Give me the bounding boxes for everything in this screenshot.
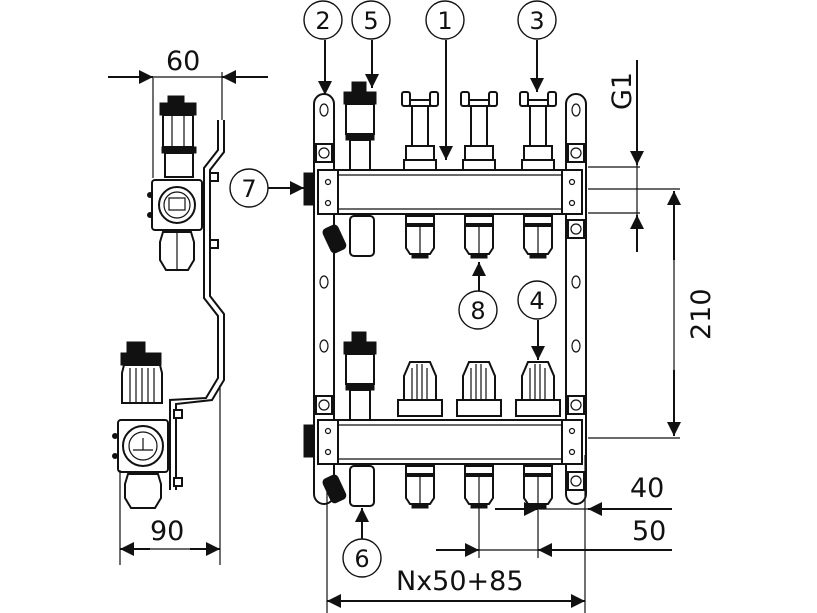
- valve-cap: [456, 361, 502, 417]
- dim-60: 60: [108, 46, 268, 178]
- dim-total-label: Nx50+85: [396, 566, 524, 597]
- callout-7: 7: [229, 168, 304, 208]
- callout-4: 4: [517, 280, 557, 360]
- drain-plug-bottom: [349, 465, 375, 507]
- side-bracket: [169, 120, 225, 490]
- dim-90-label: 90: [150, 516, 184, 547]
- outlets-top: [322, 215, 553, 259]
- callout-8: 8: [458, 262, 498, 330]
- dim-50: 50: [436, 506, 672, 558]
- side-unit-bottom: [112, 341, 169, 509]
- flow-meter: [401, 91, 439, 171]
- outlets-bottom: [322, 465, 553, 509]
- callout-1: 1: [425, 0, 465, 160]
- svg-text:8: 8: [470, 297, 485, 325]
- flow-meter: [519, 91, 557, 171]
- outlet-connector: [405, 215, 435, 259]
- dim-g1-label: G1: [607, 72, 638, 110]
- drain-valve-top: [322, 224, 347, 254]
- flow-meter: [460, 91, 498, 171]
- svg-text:3: 3: [529, 7, 544, 35]
- valve-cap: [397, 361, 443, 417]
- svg-text:1: 1: [437, 7, 452, 35]
- manifold-bar-top: [317, 169, 583, 215]
- svg-text:5: 5: [363, 7, 378, 35]
- callouts: 2 5 1 3 7 8 4: [229, 0, 557, 578]
- svg-text:2: 2: [315, 7, 330, 35]
- outlet-connector: [464, 215, 494, 259]
- outlet-connector: [464, 465, 494, 509]
- dim-40-label: 40: [630, 473, 664, 504]
- dim-50-label: 50: [632, 516, 666, 547]
- drain-plug-top: [349, 215, 375, 257]
- air-vent-top: [343, 81, 377, 171]
- dim-90: 90: [119, 385, 221, 565]
- dim-40: 40: [495, 473, 672, 558]
- callout-5: 5: [351, 0, 391, 88]
- dim-210-label: 210: [686, 288, 717, 340]
- callout-6: 6: [342, 508, 382, 578]
- svg-text:4: 4: [529, 287, 544, 315]
- dim-total: Nx50+85: [326, 455, 586, 613]
- svg-text:7: 7: [241, 175, 256, 203]
- callout-2: 2: [303, 0, 343, 95]
- air-vent-bottom: [343, 331, 377, 421]
- valve-caps: [397, 361, 561, 417]
- dim-210: 210: [588, 188, 717, 439]
- valve-cap: [515, 361, 561, 417]
- callout-3: 3: [517, 0, 557, 92]
- outlet-connector: [523, 465, 553, 509]
- manifold-bar-bottom: [317, 419, 583, 465]
- side-unit-top: [147, 95, 203, 271]
- outlet-connector: [405, 465, 435, 509]
- dim-g1: G1: [588, 60, 644, 252]
- outlet-connector: [523, 215, 553, 259]
- side-view: 60: [108, 46, 268, 565]
- svg-text:6: 6: [354, 545, 369, 573]
- dim-60-label: 60: [166, 46, 200, 77]
- flow-meters: [401, 91, 557, 171]
